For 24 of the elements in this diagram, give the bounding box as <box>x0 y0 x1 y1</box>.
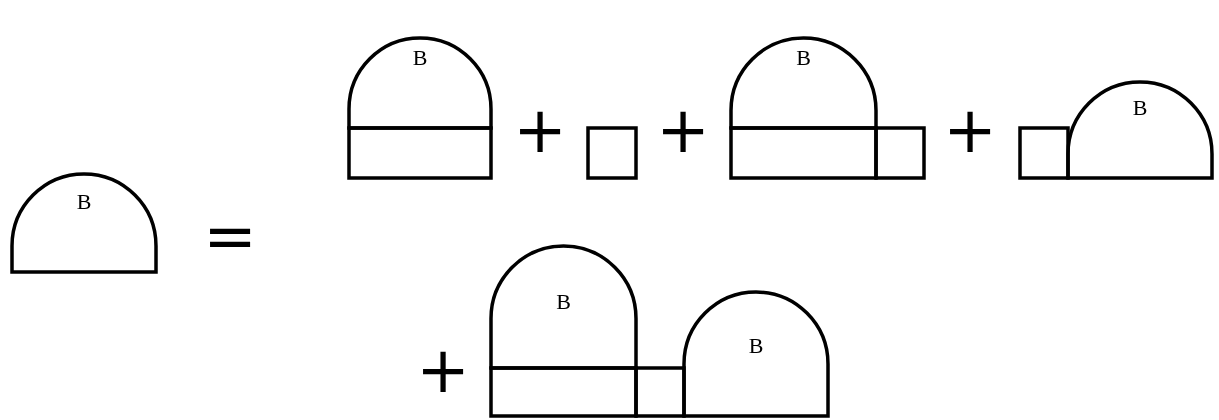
dome-shape <box>491 246 636 368</box>
plus-sign: + <box>512 98 568 162</box>
shape-label: B <box>75 190 93 214</box>
dome-shape <box>12 174 156 272</box>
square-box <box>636 368 684 416</box>
square-box <box>491 368 636 416</box>
shape-label: B <box>747 334 765 358</box>
shape-label: B <box>555 290 572 314</box>
shape-label: B <box>411 46 429 70</box>
square-box <box>588 128 636 178</box>
square-box <box>876 128 924 178</box>
square-box <box>1020 128 1068 178</box>
dome-shape <box>1068 82 1212 178</box>
plus-sign: + <box>942 98 998 162</box>
shape-label: B <box>795 46 812 70</box>
dome-shape <box>731 38 876 128</box>
shape-label: B <box>1131 96 1149 120</box>
dome-shape <box>349 38 491 128</box>
square-box <box>731 128 876 178</box>
plus-sign: + <box>415 338 471 402</box>
dome-shape <box>684 292 828 416</box>
square-box <box>349 128 491 178</box>
plus-sign: + <box>655 98 711 162</box>
equals-sign: = <box>202 204 258 268</box>
